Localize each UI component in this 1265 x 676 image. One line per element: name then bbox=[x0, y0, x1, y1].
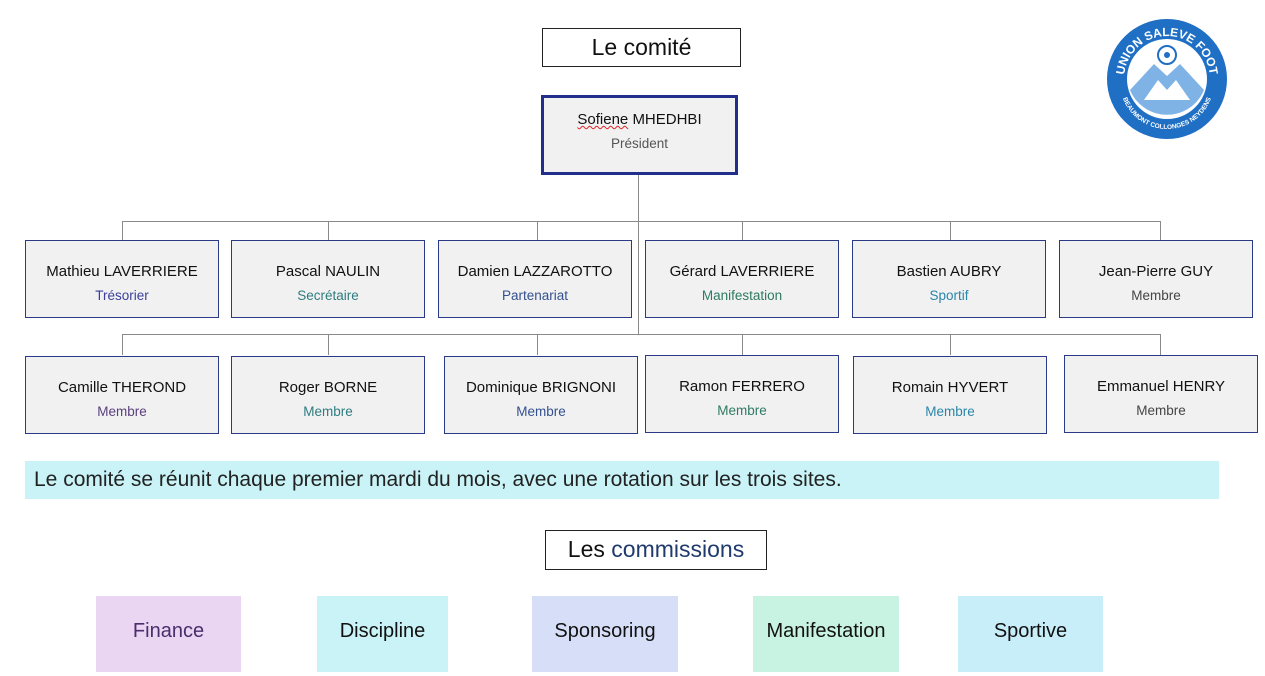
member-role: Membre bbox=[303, 404, 353, 419]
commission-manifestation: Manifestation bbox=[753, 596, 899, 672]
member-name: Jean-Pierre GUY bbox=[1098, 263, 1214, 280]
connector-stub bbox=[122, 221, 123, 240]
member-role: Manifestation bbox=[701, 288, 783, 303]
member-role: Membre bbox=[1136, 403, 1186, 418]
commission-sponsoring: Sponsoring bbox=[532, 596, 678, 672]
member-role: Trésorier bbox=[95, 288, 149, 303]
member-name: Ramon FERRERO bbox=[679, 378, 805, 395]
president-role: Président bbox=[610, 136, 669, 151]
connector-stub bbox=[537, 334, 538, 355]
member-name: Gérard LAVERRIERE bbox=[669, 263, 815, 280]
connector-stub bbox=[328, 221, 329, 240]
president-name: Sofiene MHEDHBI bbox=[577, 111, 702, 128]
row1-member-card: Mathieu LAVERRIERE Trésorier bbox=[25, 240, 219, 318]
row1-member-card: Pascal NAULIN Secrétaire bbox=[231, 240, 425, 318]
row2-member-card: Roger BORNE Membre bbox=[231, 356, 425, 434]
row2-member-card: Dominique BRIGNONI Membre bbox=[444, 356, 638, 434]
connector-stub bbox=[537, 221, 538, 240]
row2-member-card: Ramon FERRERO Membre bbox=[645, 355, 839, 433]
meeting-note: Le comité se réunit chaque premier mardi… bbox=[25, 461, 1219, 499]
member-name: Camille THEROND bbox=[57, 379, 187, 396]
trunk-line bbox=[638, 175, 639, 334]
connector-stub bbox=[1160, 221, 1161, 240]
row1-member-card: Gérard LAVERRIERE Manifestation bbox=[645, 240, 839, 318]
connector-stub bbox=[122, 334, 123, 355]
member-role: Membre bbox=[97, 404, 147, 419]
row1-member-card: Bastien AUBRY Sportif bbox=[852, 240, 1046, 318]
row2-member-card: Camille THEROND Membre bbox=[25, 356, 219, 434]
member-name: Emmanuel HENRY bbox=[1096, 378, 1226, 395]
connector-stub bbox=[742, 221, 743, 240]
member-role: Partenariat bbox=[501, 288, 569, 303]
row2-member-card: Romain HYVERT Membre bbox=[853, 356, 1047, 434]
connector-stub bbox=[950, 334, 951, 355]
member-name: Pascal NAULIN bbox=[275, 263, 381, 280]
row2-bus-line bbox=[122, 334, 1161, 335]
row1-member-card: Damien LAZZAROTTO Partenariat bbox=[438, 240, 632, 318]
connector-stub bbox=[950, 221, 951, 240]
member-name: Bastien AUBRY bbox=[896, 263, 1002, 280]
row2-member-card: Emmanuel HENRY Membre bbox=[1064, 355, 1258, 433]
member-role: Sportif bbox=[929, 288, 969, 303]
commission-sportive: Sportive bbox=[958, 596, 1103, 672]
member-name: Damien LAZZAROTTO bbox=[457, 263, 613, 280]
connector-stub bbox=[1160, 334, 1161, 355]
commission-discipline: Discipline bbox=[317, 596, 448, 672]
member-role: Secrétaire bbox=[297, 288, 359, 303]
member-name: Dominique BRIGNONI bbox=[465, 379, 617, 396]
member-role: Membre bbox=[1131, 288, 1181, 303]
committee-title: Le comité bbox=[542, 28, 741, 67]
club-logo: UNION SALEVE FOOT BEAUMONT COLLONGES NEY… bbox=[1107, 19, 1227, 139]
row1-member-card: Jean-Pierre GUY Membre bbox=[1059, 240, 1253, 318]
member-name: Roger BORNE bbox=[278, 379, 378, 396]
connector-stub bbox=[328, 334, 329, 355]
president-card: Sofiene MHEDHBI Président bbox=[541, 95, 738, 175]
member-name: Romain HYVERT bbox=[891, 379, 1009, 396]
member-name: Mathieu LAVERRIERE bbox=[46, 263, 198, 280]
connector-stub bbox=[742, 334, 743, 355]
member-role: Membre bbox=[925, 404, 975, 419]
member-role: Membre bbox=[516, 404, 566, 419]
row1-bus-line bbox=[122, 221, 1161, 222]
commission-finance: Finance bbox=[96, 596, 241, 672]
commissions-title: Les commissions bbox=[545, 530, 767, 570]
member-role: Membre bbox=[717, 403, 767, 418]
